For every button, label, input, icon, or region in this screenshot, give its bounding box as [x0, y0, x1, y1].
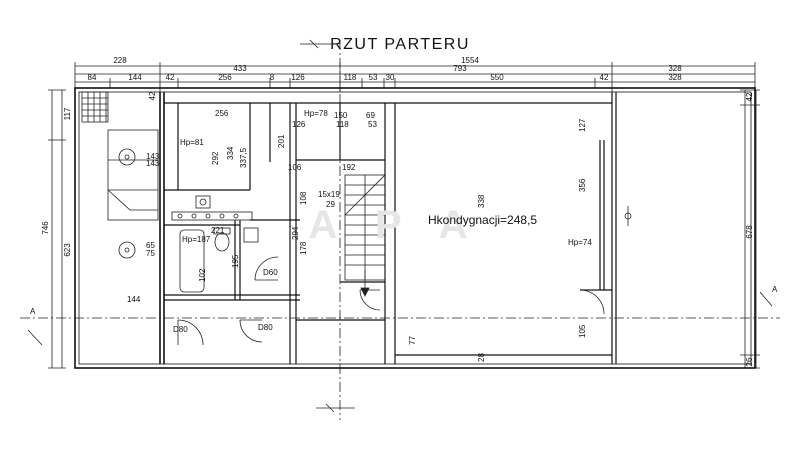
label-105: 105 — [578, 324, 587, 338]
watermark-text: A P A — [309, 203, 482, 247]
dim-126: 126 — [291, 73, 305, 82]
label-75: 75 — [146, 249, 155, 258]
label-150: 150 — [334, 111, 348, 120]
dim-top-793: 793 — [453, 64, 467, 73]
dim-right-678: 678 — [745, 225, 754, 239]
label-hp187: Hp=187 — [182, 235, 211, 244]
dim-84: 84 — [88, 73, 97, 82]
label-28: 28 — [477, 353, 486, 362]
dim-30: 30 — [386, 73, 395, 82]
label-hp74: Hp=74 — [568, 238, 592, 247]
label-256: 256 — [215, 109, 229, 118]
label-195: 195 — [231, 254, 240, 268]
label-294: 294 — [291, 226, 300, 240]
dim-top-328: 328 — [668, 64, 682, 73]
dim-left-117: 117 — [63, 107, 72, 120]
label-d80-left: D80 — [173, 325, 188, 334]
dim-top-228: 228 — [113, 56, 127, 65]
dim-42: 42 — [166, 73, 175, 82]
label-69: 69 — [366, 111, 375, 120]
bathroom-fixtures — [118, 148, 632, 293]
dim-left-623: 623 — [63, 243, 72, 257]
label-144: 144 — [127, 295, 141, 304]
label-178: 178 — [299, 241, 308, 255]
label-143a: 143 — [146, 152, 160, 161]
section-line — [20, 40, 780, 420]
dim-118: 118 — [344, 73, 357, 82]
label-338: 338 — [477, 194, 486, 208]
top-dimension-lines — [74, 62, 756, 92]
label-hp78: Hp=78 — [304, 109, 328, 118]
label-d80-right: D80 — [258, 323, 273, 332]
label-127: 127 — [578, 118, 587, 132]
door-swings — [177, 256, 605, 346]
label-77: 77 — [408, 336, 417, 345]
dim-right-26: 26 — [745, 357, 754, 366]
storey-height-label: Hkondygnacji=248,5 — [428, 213, 537, 227]
dim-42b: 42 — [600, 73, 609, 82]
dim-left-42: 42 — [148, 91, 157, 100]
dim-256: 256 — [218, 73, 232, 82]
label-337-5: 337,5 — [239, 147, 248, 168]
dim-left-746: 746 — [41, 221, 50, 235]
label-126: 126 — [292, 120, 306, 129]
label-108: 108 — [299, 191, 308, 205]
label-102: 102 — [198, 268, 207, 282]
dim-328b: 328 — [668, 73, 682, 82]
label-334: 334 — [226, 146, 235, 160]
label-221: 221 — [211, 226, 225, 235]
label-d60: D60 — [263, 268, 278, 277]
section-marker-left: A — [30, 307, 36, 316]
label-65: 65 — [146, 241, 155, 250]
section-markers — [27, 39, 773, 413]
exterior-walls — [74, 87, 756, 369]
exterior-stairs — [81, 91, 159, 221]
label-118: 118 — [336, 120, 349, 129]
interior-walls — [164, 92, 617, 364]
label-201: 201 — [277, 134, 286, 148]
label-292: 292 — [211, 151, 220, 165]
label-106: 106 — [288, 163, 302, 172]
label-53: 53 — [368, 120, 377, 129]
label-hp81: Hp=81 — [180, 138, 204, 147]
label-192: 192 — [342, 163, 356, 172]
dim-53: 53 — [369, 73, 378, 82]
dim-top-433: 433 — [233, 64, 247, 73]
label-stair-size: 15x19 — [318, 190, 340, 199]
dim-8: 8 — [270, 73, 275, 82]
dim-top-1554: 1554 — [461, 56, 479, 65]
section-marker-right: A — [772, 285, 778, 294]
plan-title: RZUT PARTERU — [330, 36, 470, 53]
dim-550: 550 — [490, 73, 504, 82]
label-143b: 143 — [146, 159, 160, 168]
label-29: 29 — [326, 200, 335, 209]
label-356: 356 — [578, 178, 587, 192]
dim-right-42: 42 — [745, 92, 754, 101]
dim-144: 144 — [128, 73, 142, 82]
